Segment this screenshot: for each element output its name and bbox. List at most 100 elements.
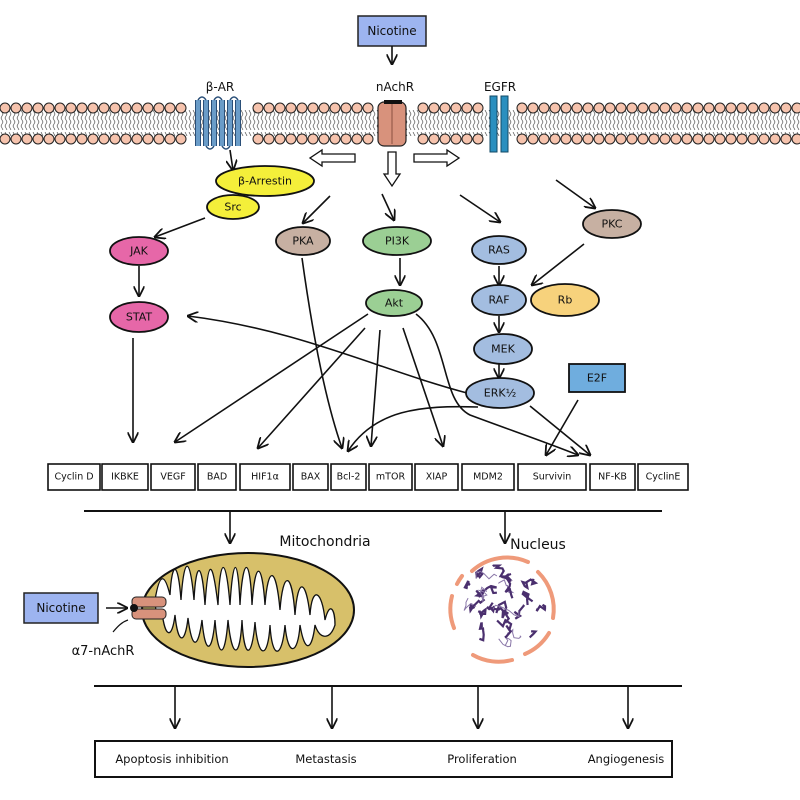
- lipid-head: [428, 133, 440, 145]
- nucleus-chromatin: [463, 564, 547, 648]
- raf-label: RAF: [488, 294, 509, 307]
- node-e2f: E2F: [568, 363, 626, 393]
- lipid-head: [307, 133, 319, 145]
- gene-box-border: [239, 463, 291, 491]
- gene-box-bcl-2: Bcl-2: [330, 463, 367, 491]
- lipid-head: [362, 133, 374, 145]
- node-pi3k: PI3K: [362, 226, 432, 256]
- lipid-head: [538, 133, 550, 145]
- gene-box-hif1-: HIF1α: [239, 463, 291, 491]
- lipid-head: [43, 102, 55, 114]
- lipid-head: [527, 133, 539, 145]
- hollow-arrow-down: [382, 151, 402, 188]
- lipid-head: [549, 133, 561, 145]
- chromatin-strand: [463, 580, 471, 590]
- lipid-head: [109, 133, 121, 145]
- lipid-head: [252, 102, 264, 114]
- lipid-head: [109, 102, 121, 114]
- outcomes-box: [94, 740, 673, 778]
- lipid-head: [274, 133, 286, 145]
- lipid-head: [637, 133, 649, 145]
- lipid-head: [175, 102, 187, 114]
- membrane-heads-top: [0, 102, 800, 114]
- node-ras: RAS: [471, 235, 527, 265]
- lipid-head: [758, 133, 770, 145]
- gene-label: XIAP: [426, 472, 448, 483]
- gene-box-xiap: XIAP: [414, 463, 459, 491]
- lipid-head: [582, 133, 594, 145]
- gene-box-vegf: VEGF: [150, 463, 196, 491]
- chromatin-strand: [496, 618, 513, 639]
- nachr-label: nAchR: [376, 80, 414, 94]
- lipid-head: [747, 133, 759, 145]
- erk-label: ERK½: [484, 387, 516, 400]
- outcome-metastasis: Metastasis: [295, 752, 356, 766]
- node-pka: PKA: [275, 226, 331, 256]
- lipid-head: [593, 102, 605, 114]
- lipid-head: [0, 102, 11, 114]
- nuclear-envelope: [448, 555, 556, 664]
- chromatin-strand: [480, 584, 497, 597]
- gene-box-bad: BAD: [197, 463, 237, 491]
- lipid-head: [296, 102, 308, 114]
- outcome-angiogenesis: Angiogenesis: [588, 752, 665, 766]
- pathway-arrows: [133, 149, 595, 455]
- chromatin-strand: [528, 630, 538, 639]
- lipid-head: [692, 133, 704, 145]
- lipid-head: [670, 133, 682, 145]
- gene-label: HIF1α: [251, 472, 279, 483]
- lipid-head: [32, 133, 44, 145]
- lipid-head: [527, 102, 539, 114]
- gene-box-border: [197, 463, 237, 491]
- arrow-akt-vegf: [175, 313, 369, 442]
- mito-nicotine-label: Nicotine: [36, 601, 85, 615]
- arrow-src-jak: [155, 217, 206, 237]
- lipid-head: [659, 102, 671, 114]
- outcome-proliferation: Proliferation: [447, 752, 517, 766]
- outcome-apoptosis-inhibition: Apoptosis inhibition: [115, 752, 228, 766]
- node-akt: Akt: [365, 289, 423, 317]
- lipid-head: [351, 102, 363, 114]
- lipid-head: [142, 133, 154, 145]
- membrane-heads-bottom: [0, 133, 800, 145]
- lipid-head: [318, 102, 330, 114]
- egfr-label: EGFR: [484, 80, 516, 94]
- gene-box-border: [517, 463, 587, 491]
- gene-box-survivin: Survivin: [517, 463, 587, 491]
- lipid-head: [604, 133, 616, 145]
- lipid-head: [362, 102, 374, 114]
- a7-nachr-receptor: [130, 596, 167, 620]
- lipid-head: [560, 133, 572, 145]
- lipid-head: [329, 102, 341, 114]
- lipid-head: [791, 102, 800, 114]
- hollow-arrow-left: [308, 148, 356, 168]
- gene-label: VEGF: [160, 472, 185, 483]
- src-label: Src: [224, 201, 241, 214]
- arrow-to-pka: [303, 195, 331, 223]
- lipid-head: [593, 133, 605, 145]
- arrow-akt-hif1a: [258, 327, 366, 448]
- lipid-head: [450, 102, 462, 114]
- lipid-head: [285, 102, 297, 114]
- lipid-head: [769, 133, 781, 145]
- chromatin-strand: [463, 597, 477, 611]
- lipid-head: [538, 102, 550, 114]
- rb-label: Rb: [558, 294, 573, 307]
- lipid-head: [98, 133, 110, 145]
- lipid-head: [164, 133, 176, 145]
- beta-arrestin-label: β-Arrestin: [238, 175, 292, 188]
- lipid-head: [417, 102, 429, 114]
- gene-box-border: [150, 463, 196, 491]
- lipid-head: [131, 102, 143, 114]
- a7-nachr-label: α7-nAchR: [72, 644, 135, 659]
- lipid-head: [780, 133, 792, 145]
- lipid-head: [43, 133, 55, 145]
- gene-box-mtor: mTOR: [368, 463, 413, 491]
- gene-box-border: [368, 463, 413, 491]
- chromatin-strand: [468, 598, 486, 614]
- lipid-head: [604, 102, 616, 114]
- gene-box-border: [589, 463, 636, 491]
- a7-nachr-pointer: [112, 619, 129, 633]
- lipid-head: [637, 102, 649, 114]
